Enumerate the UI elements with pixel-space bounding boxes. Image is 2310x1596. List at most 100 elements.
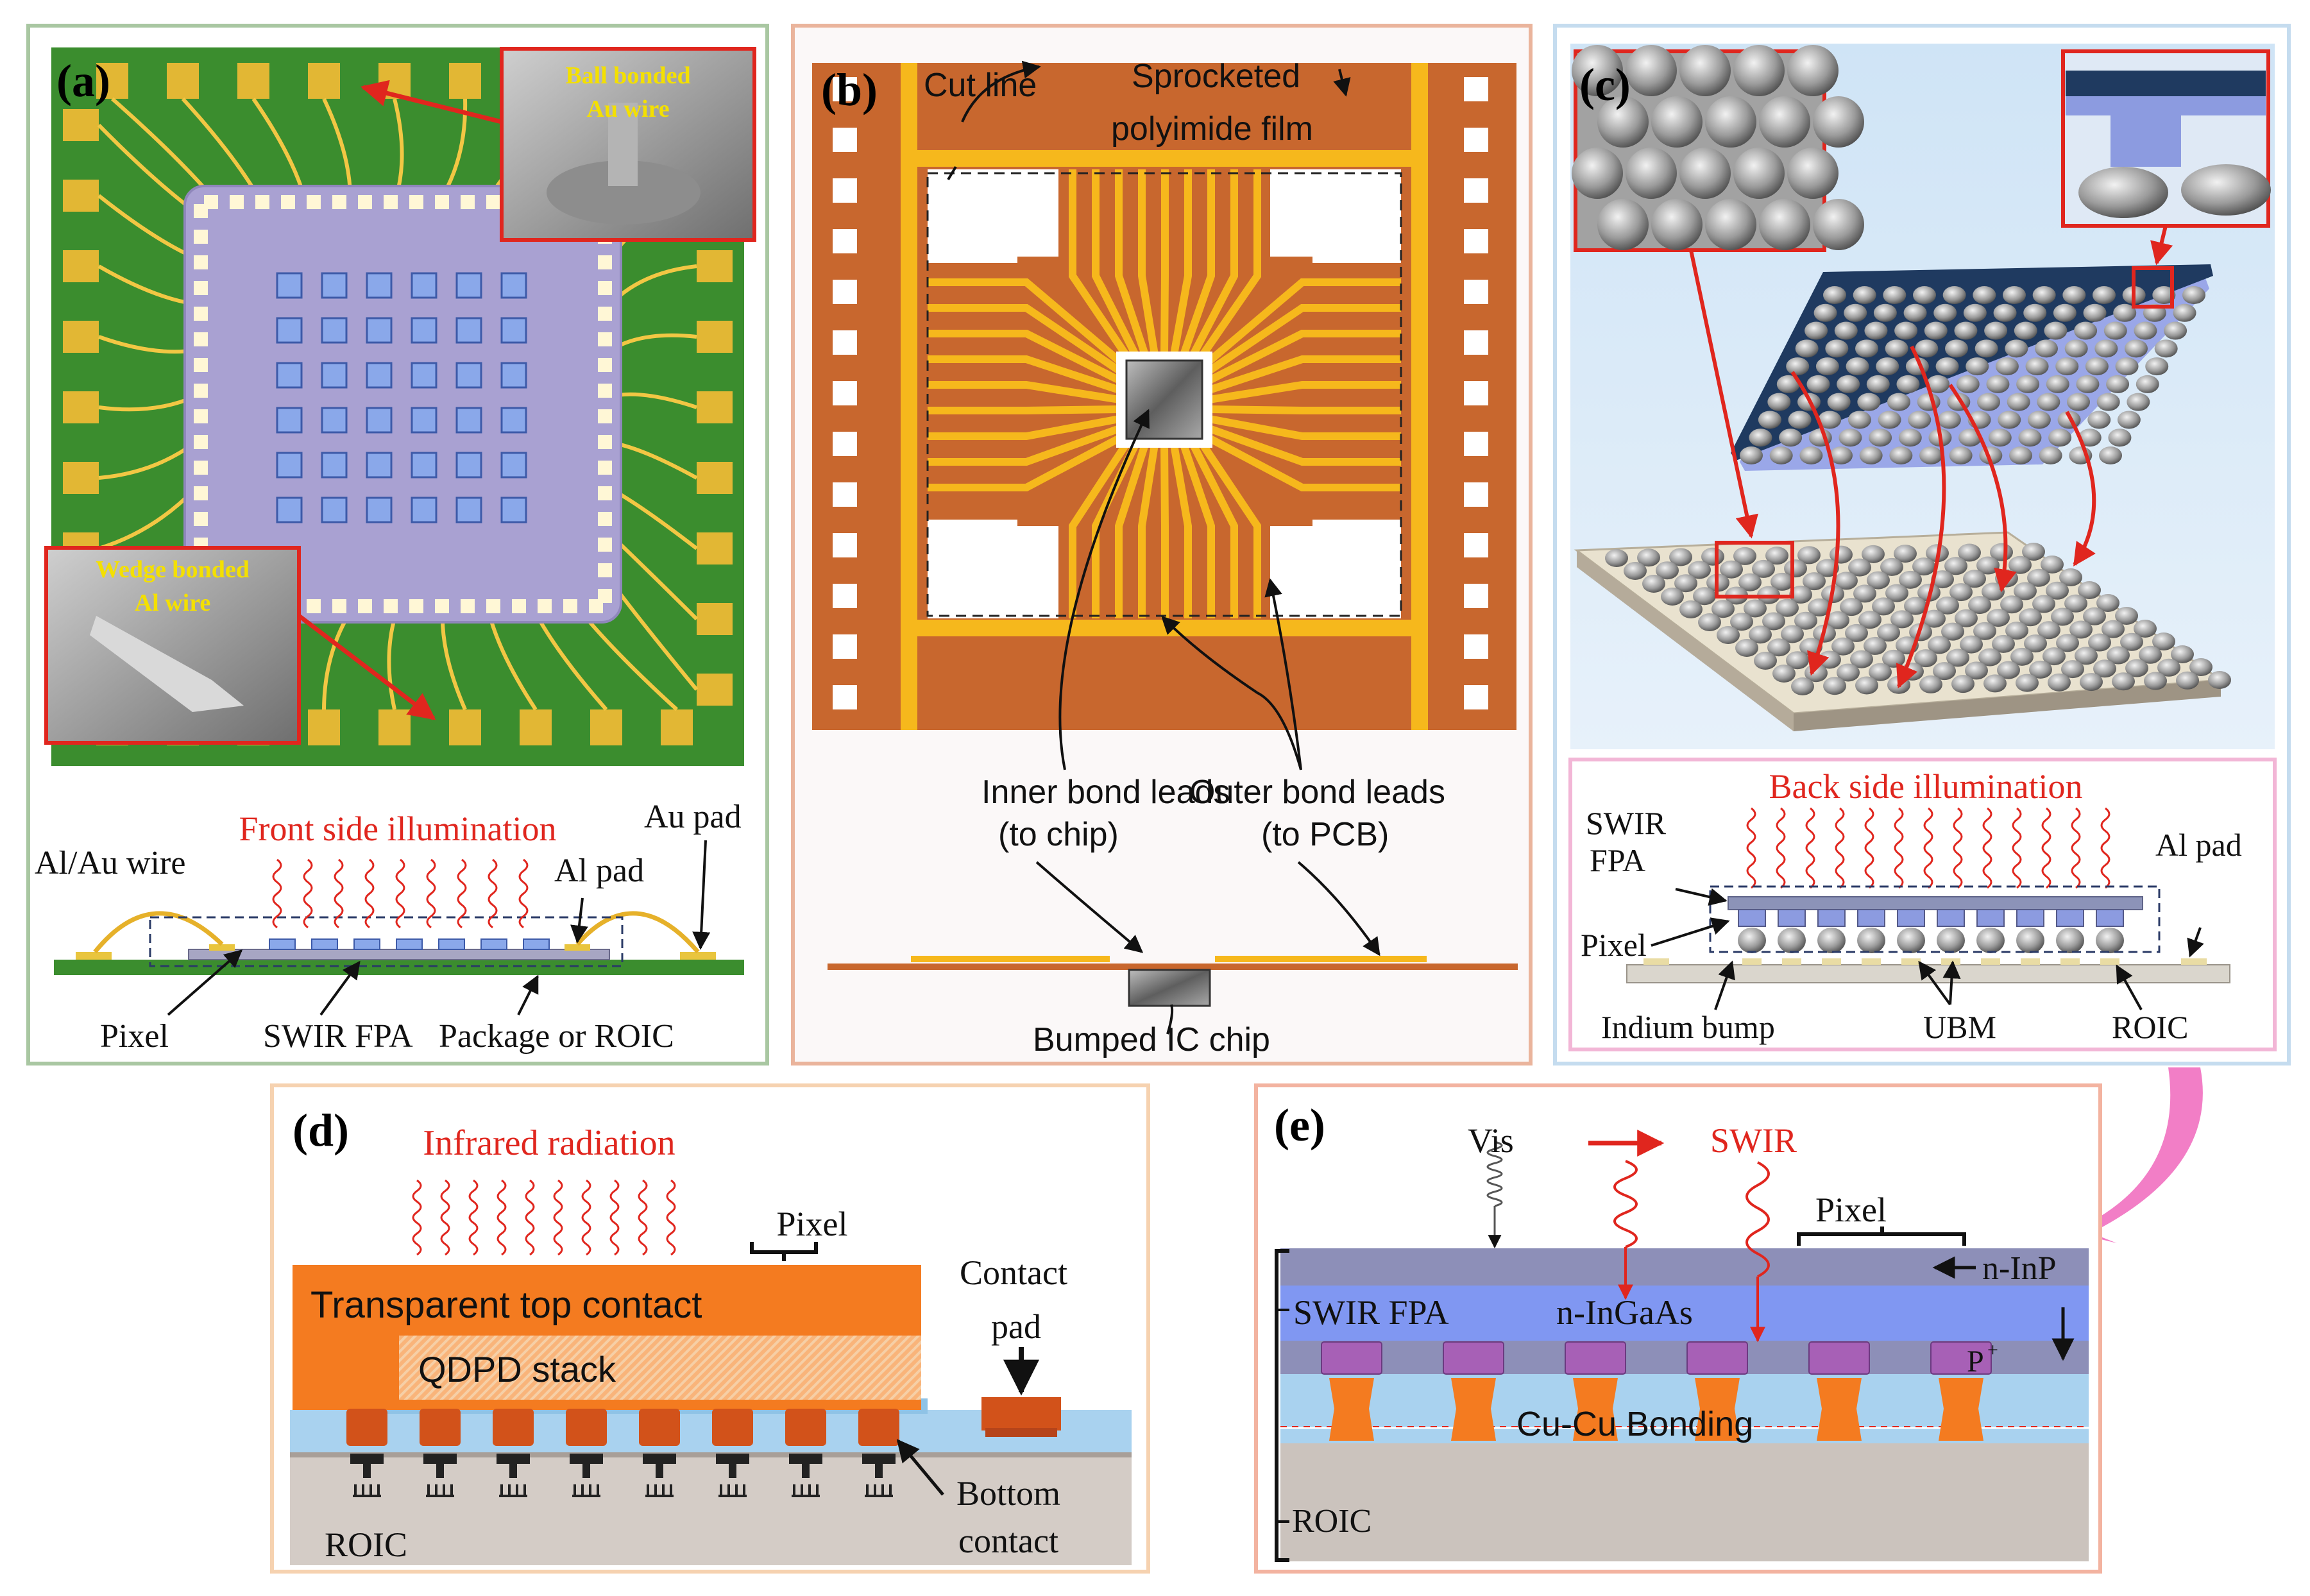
pixel [455, 272, 482, 299]
lead-left [928, 304, 1122, 374]
gold-pad [697, 603, 733, 635]
pixel [321, 272, 348, 299]
fpa-bump [1839, 429, 1862, 447]
pixel-cross [2056, 909, 2084, 927]
ir-wave [395, 858, 405, 929]
lead-left [928, 330, 1121, 384]
ir-wave [518, 858, 529, 929]
roic-via [875, 1464, 883, 1478]
roic-bump [1803, 572, 1826, 591]
lead-left [928, 415, 1121, 440]
fpa-bump [1853, 286, 1876, 304]
panel-c-tag: (c) [1579, 59, 1631, 110]
al-pad-arrow [2187, 927, 2204, 958]
die-pad [194, 461, 208, 475]
fpa-bump [2085, 357, 2109, 376]
fpa-bump [1896, 375, 1920, 393]
fpa-bump [1945, 339, 1968, 358]
illumination-waves [272, 858, 529, 929]
fpa-bump [1963, 303, 1987, 322]
ubm-pad [1822, 958, 1841, 965]
sem-bump [1705, 96, 1756, 148]
fpa-bump [1795, 339, 1819, 358]
die-pad [194, 384, 208, 398]
die-pad [598, 255, 612, 269]
roic-arrow [2116, 964, 2143, 1010]
sprocket-hole [833, 128, 857, 152]
pixel-cross [1738, 909, 1766, 927]
cu-bond-pillars [1329, 1378, 1983, 1441]
n-inp-label: n-InP [1982, 1250, 2057, 1287]
roic-bump-array [1605, 543, 2231, 695]
roic-bump [1749, 625, 1772, 644]
pixel [321, 497, 348, 523]
indium-bump [1778, 928, 1806, 953]
bottom-contact-label-2: contact [958, 1522, 1058, 1560]
fpa-bump [1966, 357, 1989, 376]
fpa-bump [2108, 429, 2132, 447]
left-al-pad [1643, 958, 1669, 965]
roic-bump [2048, 673, 2071, 692]
fpa-bump [2136, 375, 2159, 393]
sprocket-hole [1464, 280, 1488, 304]
sem-bump [1787, 148, 1839, 199]
roic-circuit [353, 1484, 381, 1497]
fpa-bump [1873, 303, 1897, 322]
cu-pillar [1329, 1378, 1374, 1441]
swir-wave-1 [1613, 1160, 1638, 1248]
pixel [411, 317, 437, 344]
sprocket-hole [833, 178, 857, 203]
swir-label: SWIR [1710, 1121, 1797, 1160]
roic-bump [2083, 607, 2106, 625]
fpa-bump [2007, 393, 2030, 411]
pixel-bump [639, 1409, 680, 1446]
cu-bond-label: Cu-Cu Bonding [1516, 1405, 1753, 1443]
pixel-label: Pixel [1815, 1191, 1887, 1229]
roic-via [436, 1464, 444, 1478]
sem-bump [1651, 96, 1703, 148]
p-plus-pixel [1808, 1341, 1870, 1375]
die-pad [358, 195, 372, 209]
roic-circuit [572, 1484, 600, 1497]
detail-bump-1 [2078, 167, 2168, 218]
flip-arrow-4 [2065, 411, 2096, 567]
die-pad [194, 307, 208, 321]
fpa-cross-layer [1728, 896, 2143, 910]
pixel [276, 407, 303, 434]
roic-bump [1992, 634, 2015, 653]
pixel-cross [396, 938, 423, 950]
roic-bump [1976, 556, 2000, 575]
backside-waves [1746, 807, 2110, 889]
sem-bump [1813, 96, 1864, 148]
roic-bump [1928, 636, 1951, 654]
fpa-bump [2016, 375, 2040, 393]
sprocket-hole [833, 685, 857, 709]
roic-bump [1831, 637, 1855, 656]
roic-bump [1642, 575, 1665, 593]
roic-bump [1867, 571, 1890, 590]
fpa-bump [1776, 375, 1800, 393]
roic-bump [1765, 547, 1788, 565]
gold-pad [449, 709, 481, 745]
roic-bump [1823, 677, 1846, 695]
indium-bump [1937, 928, 1965, 953]
contact-pad [981, 1397, 1061, 1430]
ubm-arrow-2 [1942, 960, 1961, 1005]
roic-bump [2010, 647, 2034, 666]
roic-label: ROIC [325, 1525, 407, 1564]
ir-wave [553, 1179, 563, 1256]
sprocket-hole [1464, 685, 1488, 709]
roic-bump [1890, 610, 1914, 629]
die-pad [598, 358, 612, 372]
fpa-bump [1977, 393, 2000, 411]
inset-top-arrow [360, 80, 502, 124]
fpa-bump [1827, 393, 1851, 411]
panel-b: (b) Cut line Sprocketed polyimide film I… [791, 24, 1533, 1065]
fpa-bump [1937, 411, 1961, 429]
inner-lead-label-1: Inner bond leads [981, 774, 1230, 811]
gold-pad [308, 63, 340, 99]
roic-bump [1656, 561, 1679, 580]
fpa-bump [1788, 411, 1812, 429]
fpa-bump [2062, 286, 2086, 304]
roic-via [656, 1464, 663, 1478]
